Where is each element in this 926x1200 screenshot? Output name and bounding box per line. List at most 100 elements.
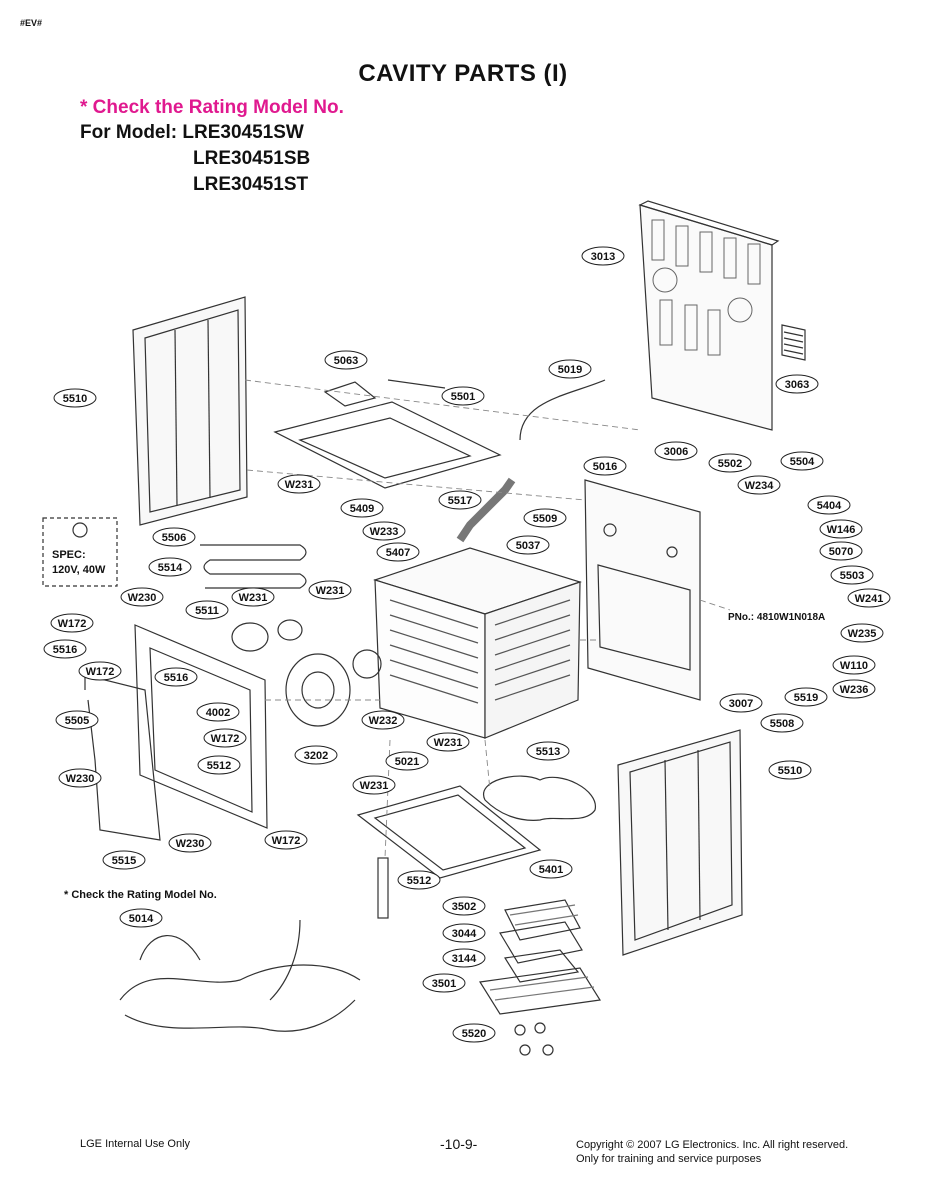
part-label-text: 5516	[164, 672, 188, 684]
part-label-text: W234	[745, 480, 775, 492]
part-label-38: W236	[832, 679, 876, 699]
convection-fan	[285, 653, 351, 727]
part-label-text: 5505	[65, 715, 89, 727]
part-label-21: 5514	[148, 557, 192, 577]
part-label-7: 5016	[583, 456, 627, 476]
part-label-text: 5514	[158, 562, 183, 574]
part-label-oval	[203, 728, 247, 748]
part-label-55: 5512	[397, 870, 441, 890]
part-label-oval	[548, 359, 592, 379]
part-label-oval	[442, 923, 486, 943]
part-label-text: W231	[316, 585, 345, 597]
part-label-60: 3501	[422, 973, 466, 993]
part-label-oval	[231, 587, 275, 607]
part-label-48: 5513	[526, 741, 570, 761]
part-label-text: 5014	[129, 913, 154, 925]
part-label-oval	[784, 687, 828, 707]
part-label-text: W172	[272, 835, 301, 847]
check-rating-note-small: * Check the Rating Model No.	[64, 889, 217, 901]
part-label-text: 3013	[591, 251, 615, 263]
part-label-text: 5510	[63, 393, 87, 405]
part-label-oval	[324, 350, 368, 370]
part-label-53: 5515	[102, 850, 146, 870]
part-label-oval	[58, 768, 102, 788]
part-label-text: 5516	[53, 644, 77, 656]
part-label-40: W232	[361, 710, 405, 730]
part-label-text: 5512	[207, 760, 231, 772]
top-plate	[273, 401, 502, 489]
part-label-oval	[168, 833, 212, 853]
part-label-59: 3144	[442, 948, 486, 968]
part-label-oval	[737, 475, 781, 495]
part-label-text: W172	[86, 666, 115, 678]
part-label-oval	[438, 490, 482, 510]
part-label-oval	[43, 639, 87, 659]
strip-part	[377, 857, 389, 919]
part-label-text: W110	[840, 660, 868, 672]
part-label-oval	[654, 441, 698, 461]
part-label-oval	[581, 246, 625, 266]
part-label-56: 5014	[119, 908, 163, 928]
part-label-22: 5070	[819, 541, 863, 561]
check-rating-note: * Check the Rating Model No.	[80, 97, 344, 118]
rod-part	[387, 379, 446, 389]
model-line-3: LRE30451ST	[193, 174, 309, 195]
part-label-text: 5401	[539, 864, 563, 876]
lamp-bulb-icon	[72, 522, 88, 538]
small-parts-5520	[514, 1022, 554, 1056]
part-label-oval	[426, 732, 470, 752]
part-label-16: W233	[362, 521, 406, 541]
footer-copyright: Copyright © 2007 LG Electronics. Inc. Al…	[576, 1138, 848, 1166]
part-label-text: W233	[370, 526, 399, 538]
part-label-oval	[185, 600, 229, 620]
part-label-49: 5510	[768, 760, 812, 780]
part-label-oval	[506, 535, 550, 555]
part-label-oval	[442, 896, 486, 916]
part-label-oval	[819, 519, 863, 539]
left-side-panel	[132, 296, 248, 526]
bracket-part	[323, 381, 377, 407]
oven-cavity	[373, 547, 582, 739]
part-label-36: 5505	[55, 710, 99, 730]
part-label-text: 5504	[790, 456, 815, 468]
broil-heater	[200, 544, 307, 589]
part-label-text: 5508	[770, 718, 794, 730]
part-label-27: 5511	[185, 600, 229, 620]
part-label-8: 5502	[708, 453, 752, 473]
front-face-frame	[134, 624, 268, 829]
part-label-24: W230	[120, 587, 164, 607]
part-label-text: 5506	[162, 532, 186, 544]
part-label-text: W241	[855, 593, 884, 605]
part-label-47: 5021	[385, 751, 429, 771]
part-label-text: W236	[840, 684, 869, 696]
part-label-31: W235	[840, 623, 884, 643]
part-label-text: 5404	[817, 500, 842, 512]
model-line-1: For Model: LRE30451SW	[80, 122, 304, 143]
part-label-text: 5511	[195, 605, 219, 617]
part-label-text: 3501	[432, 978, 456, 990]
part-label-text: W230	[66, 773, 95, 785]
part-label-oval	[760, 713, 804, 733]
part-label-54: 5401	[529, 859, 573, 879]
part-label-oval	[708, 453, 752, 473]
front-frame	[584, 479, 701, 701]
part-label-oval	[154, 667, 198, 687]
page-number: -10-9-	[440, 1136, 478, 1152]
part-label-text: W172	[211, 733, 240, 745]
part-label-oval	[294, 745, 338, 765]
part-label-text: 5510	[778, 765, 802, 777]
part-label-oval	[362, 521, 406, 541]
part-label-oval	[441, 386, 485, 406]
part-label-text: W231	[285, 479, 314, 491]
part-label-oval	[768, 760, 812, 780]
part-label-50: W231	[352, 775, 396, 795]
part-label-4: 5019	[548, 359, 592, 379]
wire-5019	[519, 379, 606, 441]
part-label-text: 5503	[840, 570, 864, 582]
part-label-text: 5512	[407, 875, 431, 887]
part-label-oval	[583, 456, 627, 476]
model-line-2: LRE30451SB	[193, 148, 311, 169]
part-label-oval	[78, 661, 122, 681]
part-label-oval	[376, 542, 420, 562]
lamp-spec-box	[42, 517, 118, 587]
